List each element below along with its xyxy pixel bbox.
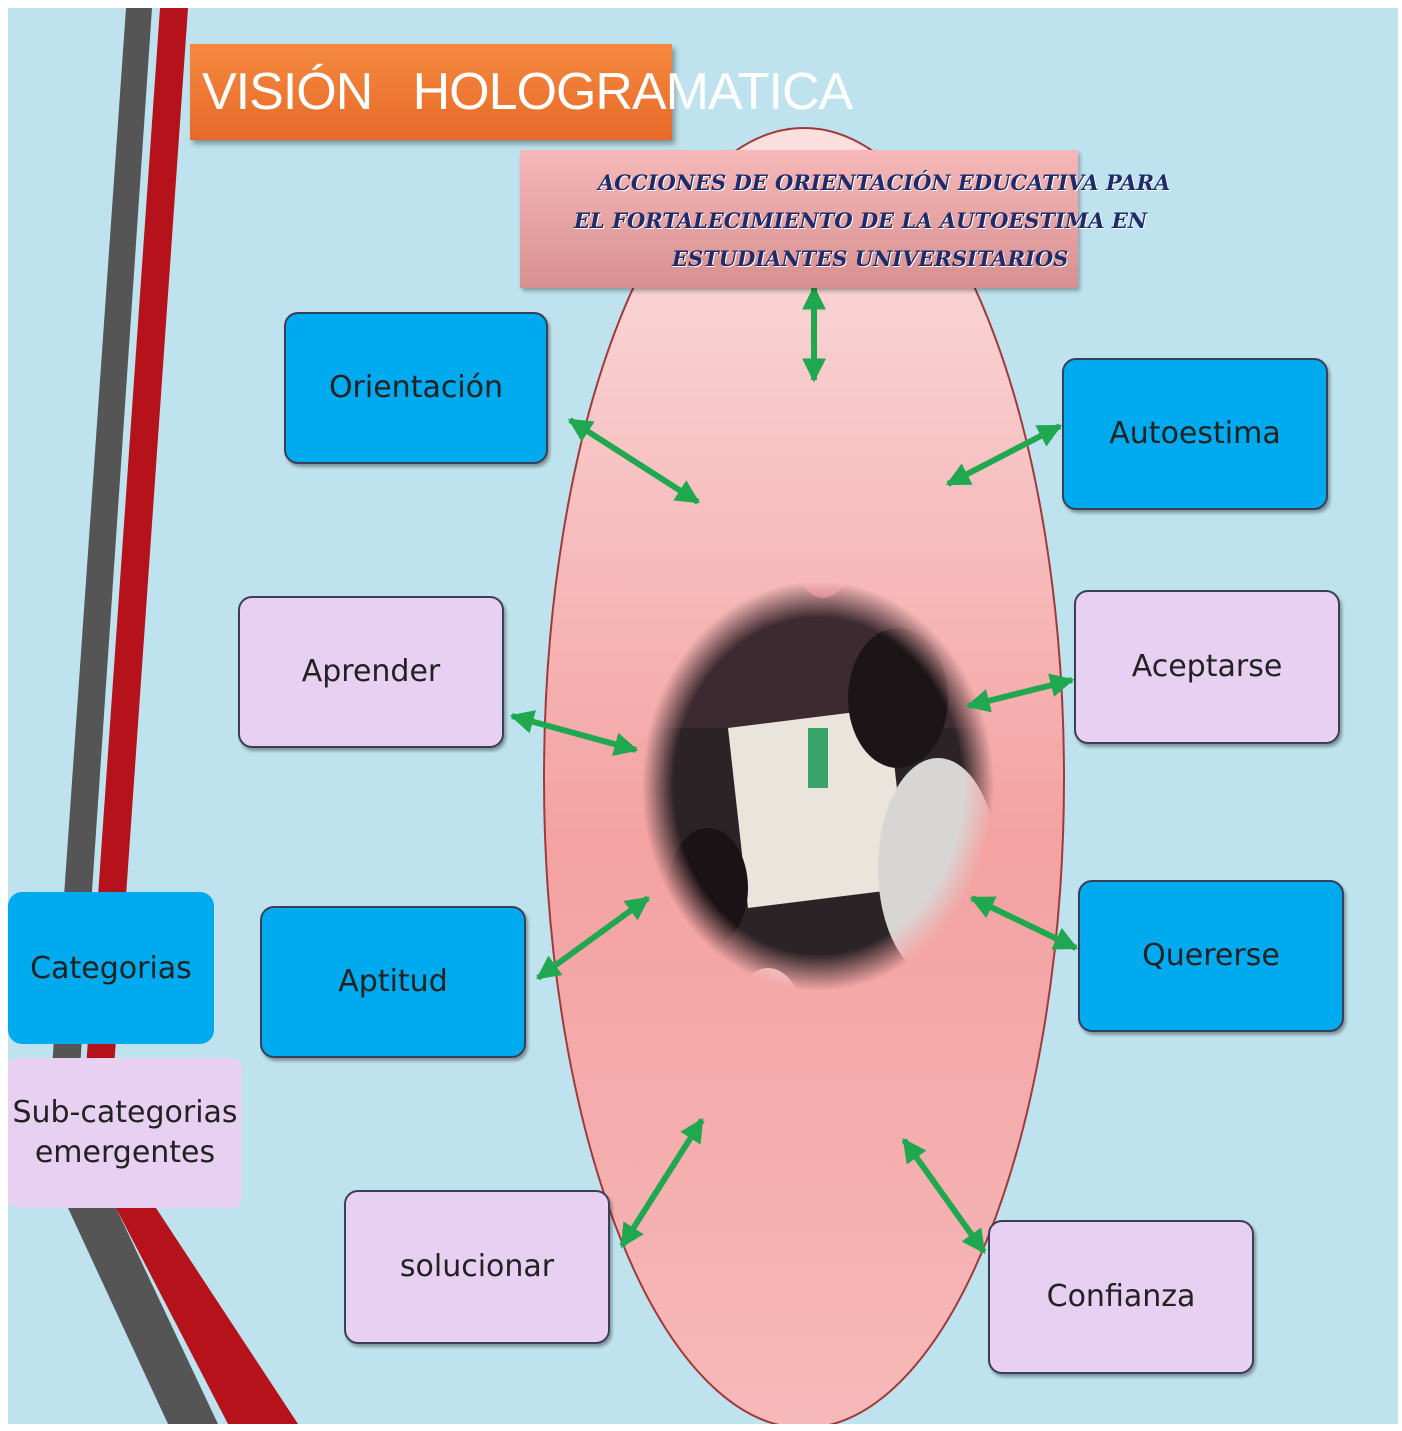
legend-categories: Categorias (8, 892, 214, 1044)
header-line-2: EL FORTALECIMIENTO DE LA AUTOESTIMA EN (530, 202, 1068, 240)
category-node-orientacion: Orientación (284, 312, 548, 464)
legend-subcategories: Sub-categorias emergentes (8, 1058, 242, 1208)
category-node-aptitud: Aptitud (260, 906, 526, 1058)
header-box: ACCIONES DE ORIENTACIÓN EDUCATIVA PARA E… (520, 150, 1078, 288)
title-text: VISIÓN HOLOGRAMATICA (202, 62, 852, 122)
subcategory-node-confianza: Confianza (988, 1220, 1254, 1374)
legend-subcategories-line-2: emergentes (12, 1133, 237, 1174)
header-line-3: ESTUDIANTES UNIVERSITARIOS (530, 240, 1068, 278)
title-banner: VISIÓN HOLOGRAMATICA (190, 44, 672, 140)
category-node-quererse: Quererse (1078, 880, 1344, 1032)
category-node-autoestima: Autoestima (1062, 358, 1328, 510)
subcategory-node-aprender: Aprender (238, 596, 504, 748)
header-line-1: ACCIONES DE ORIENTACIÓN EDUCATIVA PARA (530, 164, 1068, 202)
legend-categories-label: Categorias (30, 951, 192, 986)
subcategory-node-aceptarse: Aceptarse (1074, 590, 1340, 744)
slide: VISIÓN HOLOGRAMATICA ACCIONES DE ORIENTA… (8, 8, 1398, 1424)
subcategory-node-solucionar: solucionar (344, 1190, 610, 1344)
legend-subcategories-line-1: Sub-categorias (12, 1093, 237, 1134)
